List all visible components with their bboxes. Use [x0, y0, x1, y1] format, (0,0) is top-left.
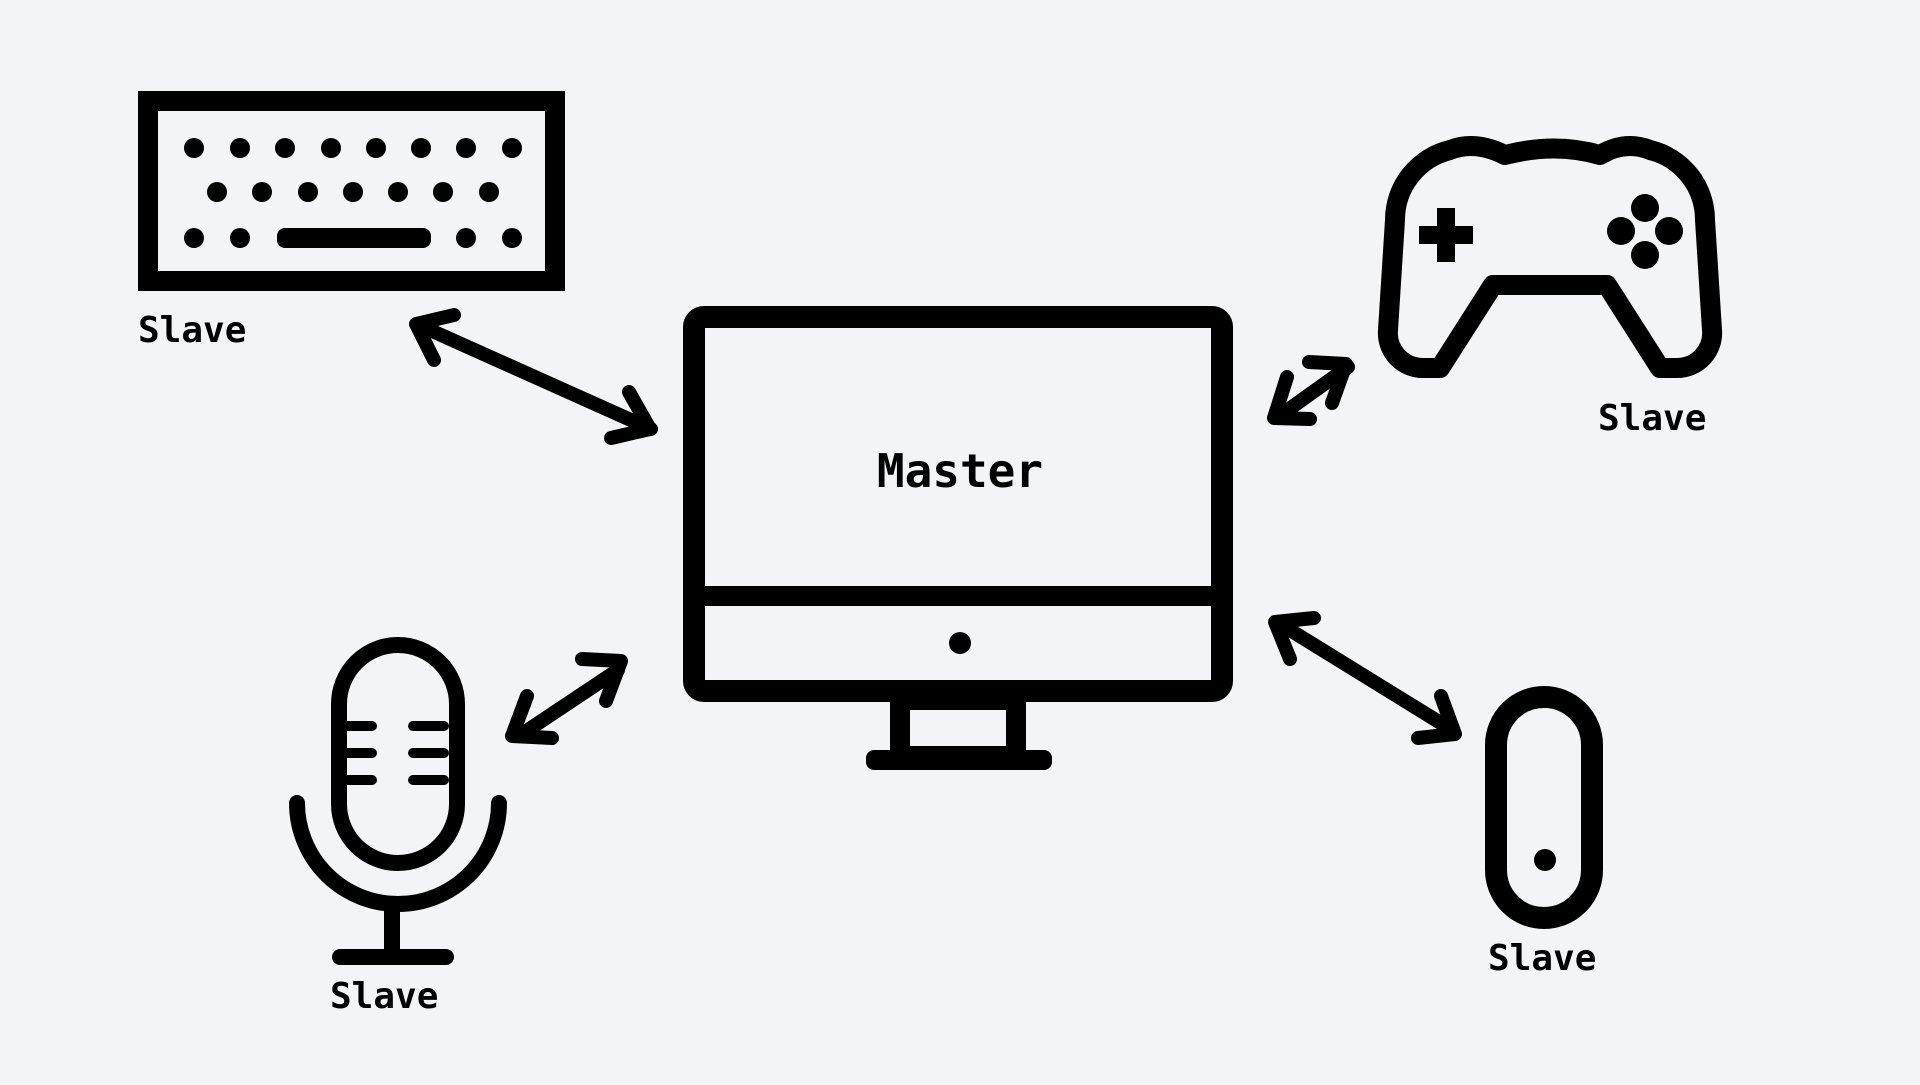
monitor-icon	[683, 306, 1233, 770]
arrow-master-gamepad	[1267, 355, 1355, 426]
keyboard-slave-label: Slave	[138, 310, 246, 351]
arrow-master-mouse	[1268, 611, 1462, 745]
keyboard-icon	[138, 91, 565, 291]
microphone-icon	[289, 637, 507, 965]
mouse-icon	[1485, 686, 1603, 929]
gamepad-slave-label: Slave	[1598, 398, 1706, 439]
gamepad-icon	[1377, 136, 1723, 379]
master-label: Master	[877, 444, 1043, 498]
microphone-slave-label: Slave	[330, 976, 438, 1017]
mouse-slave-label: Slave	[1488, 938, 1596, 979]
arrow-master-keyboard	[409, 308, 658, 445]
arrow-master-microphone	[505, 652, 628, 745]
